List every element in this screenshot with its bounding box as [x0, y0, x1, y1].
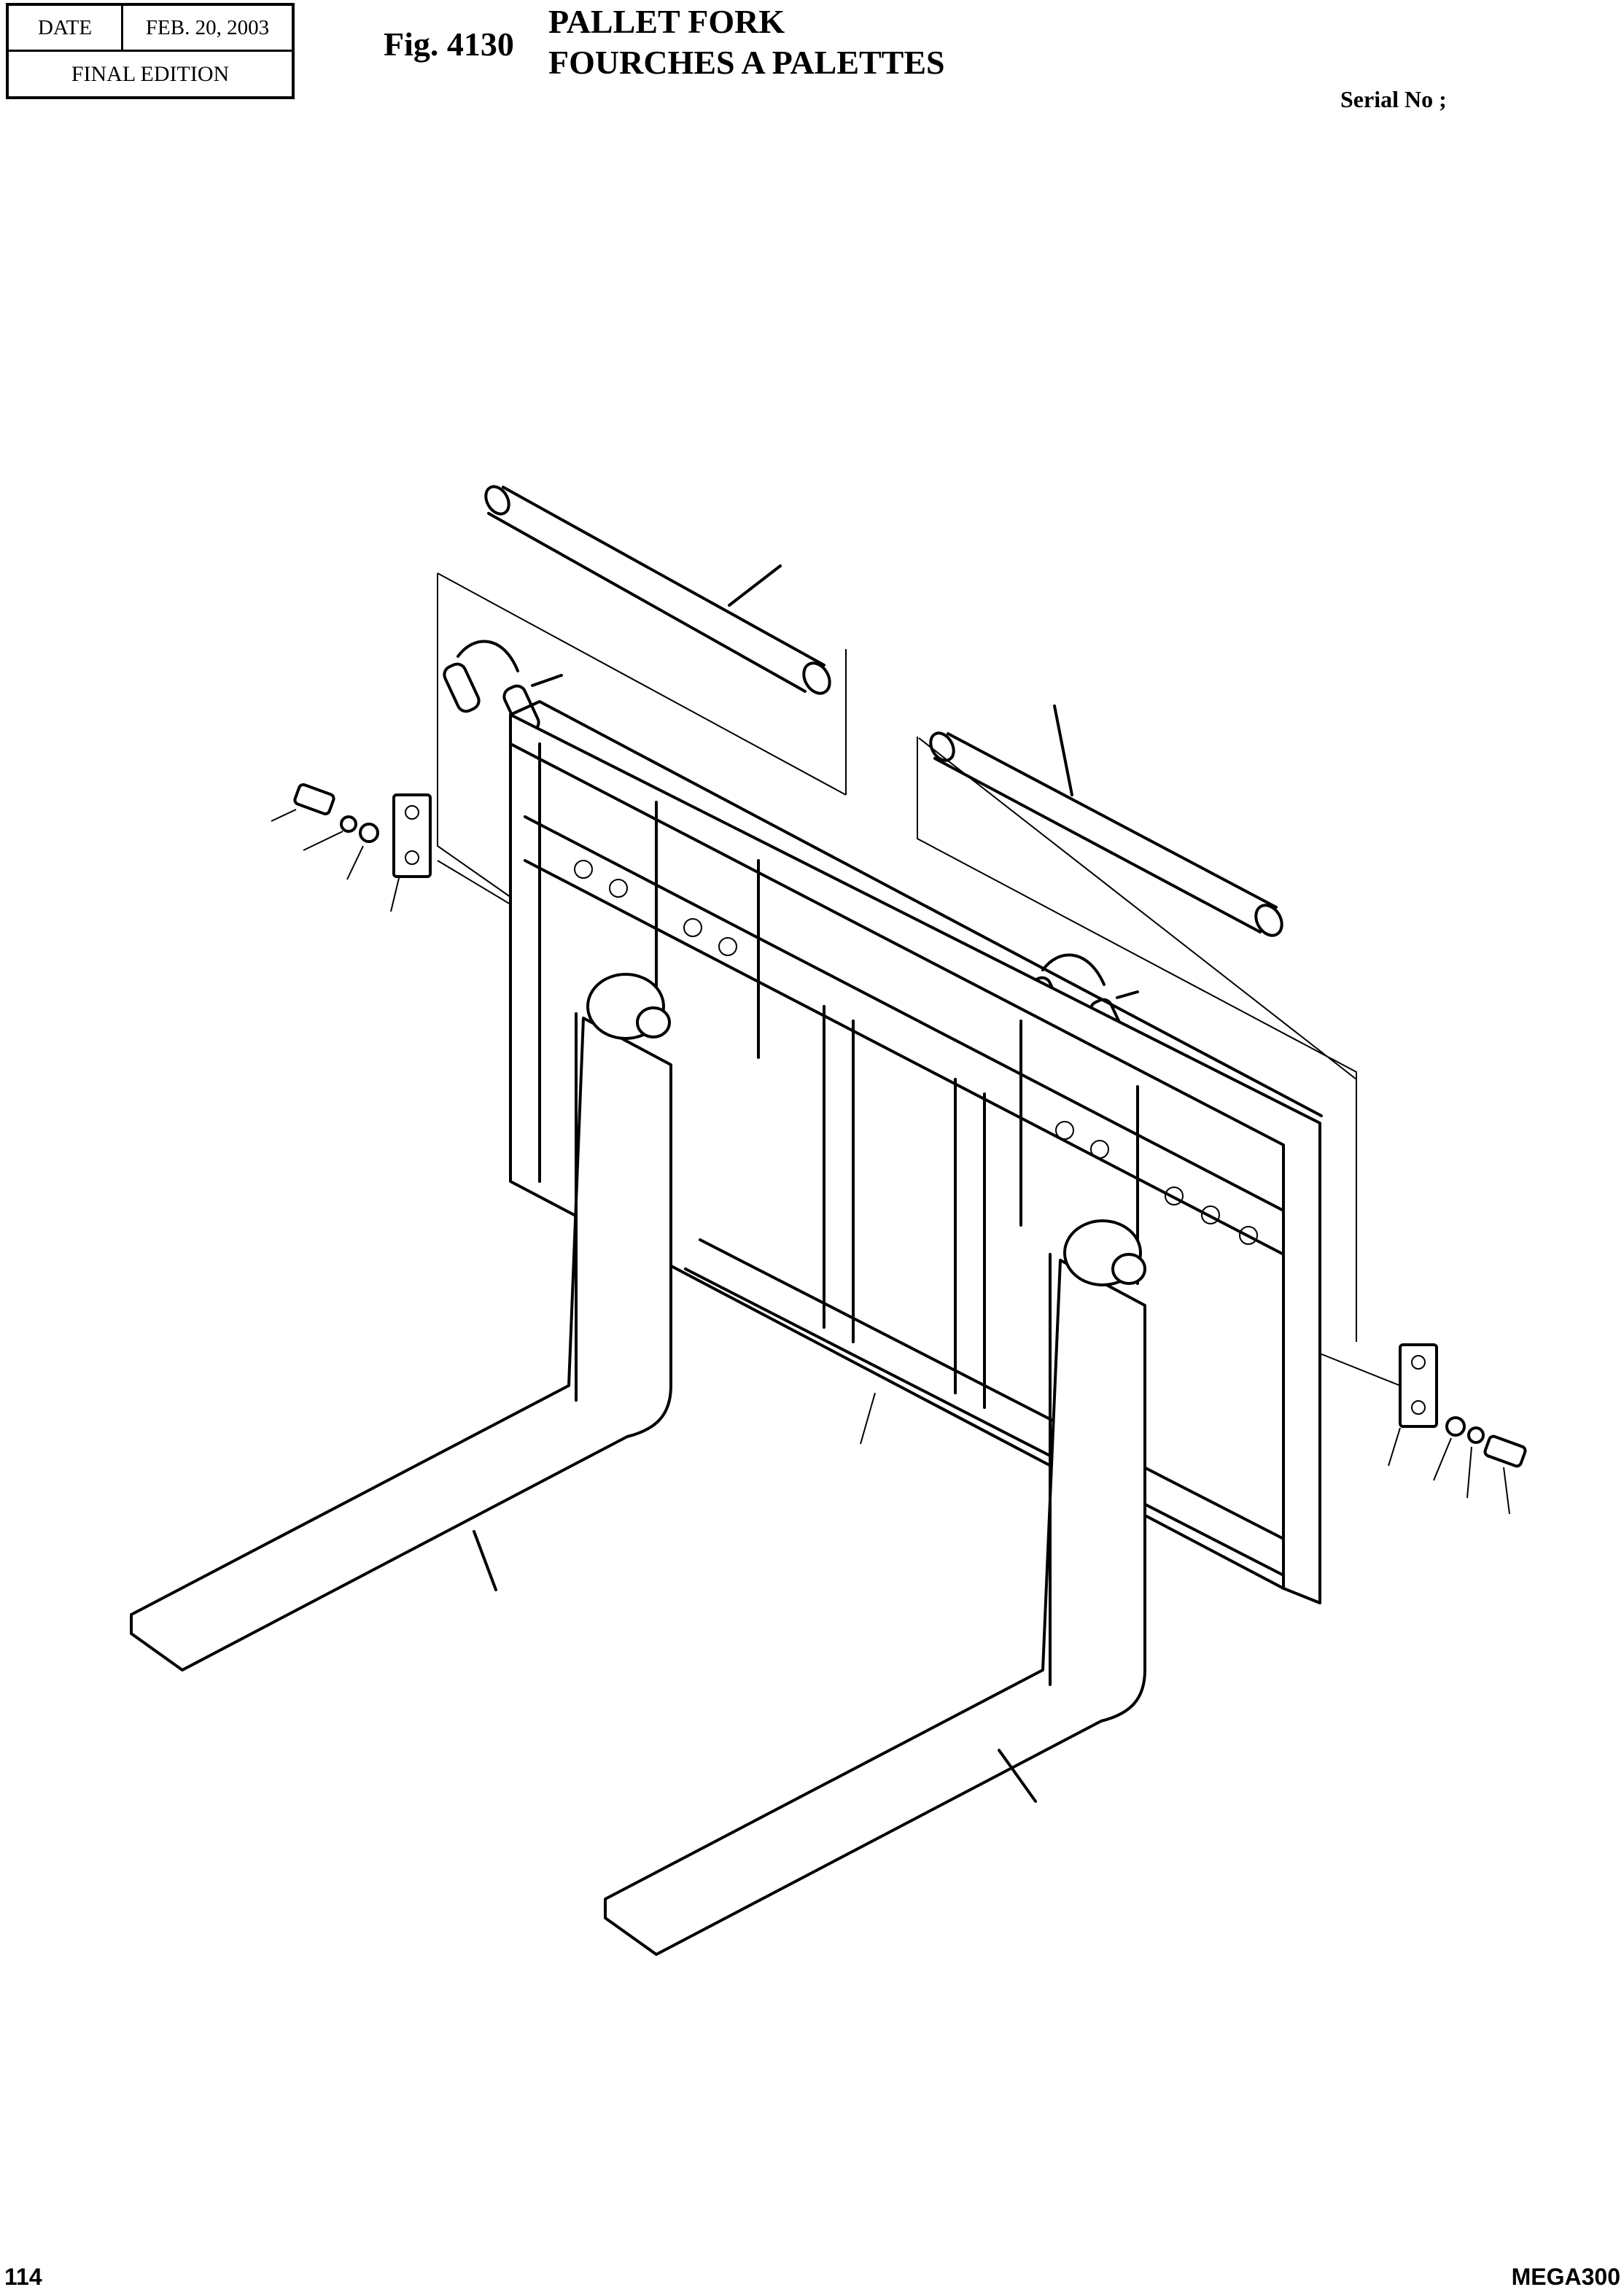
date-row: DATE FEB. 20, 2003	[9, 6, 292, 52]
page-number: 114	[4, 2264, 42, 2290]
model-name: MEGA300	[1511, 2264, 1620, 2290]
date-value: FEB. 20, 2003	[145, 15, 270, 39]
fork-tine-right	[604, 1219, 1146, 1956]
retainer-hardware-right	[1312, 1343, 1527, 1515]
fork-pin-left	[484, 485, 831, 695]
figure-number: Fig. 4130	[384, 26, 514, 63]
date-box: DATE FEB. 20, 2003 FINAL EDITION	[6, 3, 295, 99]
carriage-leader-line	[860, 1392, 876, 1445]
edition-label: FINAL EDITION	[71, 62, 230, 86]
fork-tine-left	[130, 973, 672, 1671]
serial-number-label: Serial No ;	[1340, 86, 1447, 112]
title-french: FOURCHES A PALETTES	[548, 44, 945, 81]
alignment-lines	[437, 572, 1357, 1342]
page-title: PALLET FORK FOURCHES A PALETTES	[548, 1, 945, 83]
lynch-pin-left	[443, 640, 563, 735]
retainer-hardware-left	[271, 783, 511, 912]
date-label: DATE	[9, 6, 123, 50]
title-english: PALLET FORK	[548, 3, 785, 40]
fork-pin-right	[929, 704, 1283, 937]
